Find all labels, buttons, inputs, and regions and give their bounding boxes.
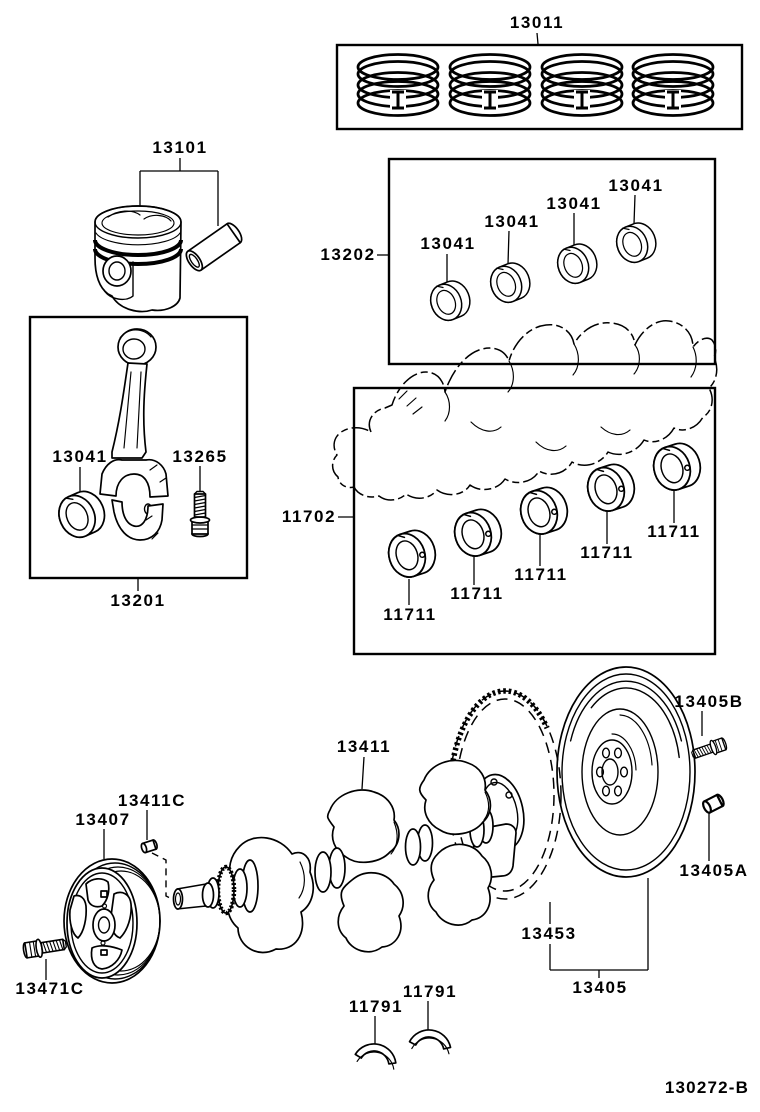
callout-rod-bearing: 13041	[52, 447, 108, 466]
callout-main-bearing-3: 11711	[514, 565, 568, 584]
flywheel-drawing	[556, 666, 696, 878]
rod-bolt-drawing	[189, 490, 211, 538]
pulley-bolt-drawing	[21, 934, 69, 961]
leader-lines	[45, 32, 710, 1046]
callout-main-bearing-set: 11702	[281, 507, 337, 526]
callout-rod-bearing-4: 13041	[608, 176, 664, 195]
callout-key: 13411C	[117, 791, 187, 810]
callout-flywheel: 13405	[572, 978, 628, 997]
callout-rod-assembly: 13201	[110, 591, 166, 610]
callout-piston: 13101	[152, 138, 208, 157]
pulley-drawing	[63, 858, 161, 984]
callout-flywheel-bolt: 13405B	[674, 692, 744, 711]
key-drawing	[139, 838, 159, 855]
callout-rod-bearing-3: 13041	[546, 194, 602, 213]
thrust-washer-drawings	[353, 1026, 454, 1071]
piston-ring-set-box	[335, 43, 744, 131]
drawing-code: 130272-B	[664, 1078, 750, 1097]
callout-main-bearing-2: 11711	[450, 584, 504, 603]
rod-bearing-set-box	[387, 157, 717, 366]
callout-dowel-pin: 13405A	[679, 861, 749, 880]
crankshaft-sketch	[331, 320, 718, 501]
dowel-pin-drawing	[700, 792, 727, 816]
main-bearing-set-box	[352, 386, 717, 656]
crankshaft-drawing	[172, 759, 525, 954]
callout-thrust-washer-2: 11791	[402, 982, 458, 1001]
callout-pulley: 13407	[75, 810, 131, 829]
callout-rod-bearing-1: 13041	[420, 234, 476, 253]
callout-main-bearing-1: 11711	[383, 605, 437, 624]
callout-ring-gear: 13453	[521, 924, 577, 943]
connecting-rod-drawing	[99, 328, 169, 541]
callout-main-bearing-4: 11711	[580, 543, 634, 562]
callout-rod-bearing-2: 13041	[484, 212, 540, 231]
callout-rod-bolt: 13265	[172, 447, 228, 466]
callout-piston-ring-set: 13011	[509, 13, 565, 32]
piston-pin-drawing	[185, 222, 243, 272]
flywheel-bolt-drawing	[689, 735, 729, 763]
piston-drawing	[93, 205, 183, 313]
callout-pulley-bolt: 13471C	[15, 979, 85, 998]
callout-thrust-washer-1: 11791	[348, 997, 404, 1016]
main-bearing-set-items	[383, 439, 706, 582]
piston-ring-sets	[356, 53, 715, 117]
callout-rod-bearing-set: 13202	[320, 245, 376, 264]
callout-main-bearing-5: 11711	[647, 522, 701, 541]
callout-crankshaft: 13411	[336, 737, 392, 756]
